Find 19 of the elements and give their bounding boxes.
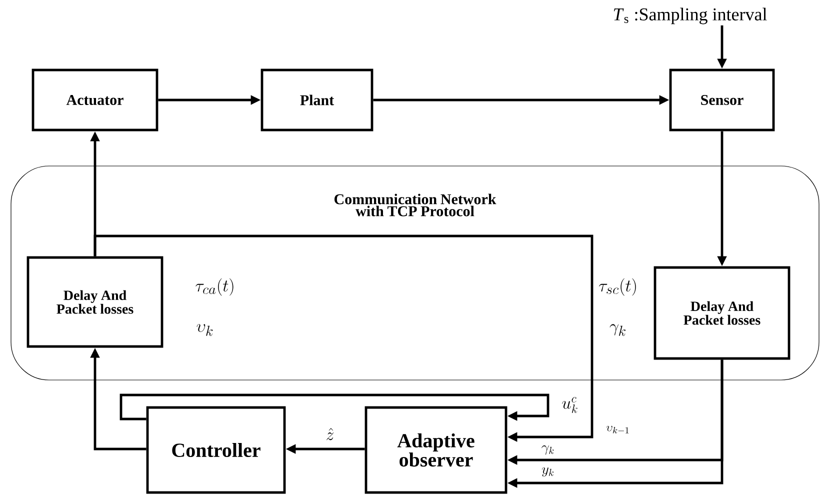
signal-label: $\tau_{sc}(t)$ — [599, 278, 636, 296]
edge-label: $\gamma_k$ — [542, 445, 554, 455]
edge-label: $y_k$ — [542, 467, 554, 477]
block-box: Adaptive observer — [364, 406, 508, 494]
edge-label: $\upsilon_{k-1}$ — [606, 426, 629, 434]
arrow — [120, 394, 550, 421]
block-box: Plant — [260, 68, 374, 132]
arrow — [94, 234, 594, 442]
process-box: Delay And Packet losses — [654, 266, 790, 360]
interval-label: T$_{s}$ :Sampling interval — [614, 8, 767, 24]
block-box: Controller — [146, 406, 286, 494]
process-box: Delay And Packet losses — [26, 256, 164, 348]
block-box: Actuator — [32, 68, 158, 132]
signal-label: $\upsilon_k$ — [196, 324, 213, 336]
edge-label: $\hat{z}$ — [326, 428, 334, 440]
signal-label: $\tau_{ca}(t)$ — [196, 278, 234, 296]
signal-label: $\gamma_k$ — [610, 324, 626, 336]
block-box: Sensor — [669, 68, 775, 132]
edge-label: $u_k^c$ — [562, 397, 578, 413]
